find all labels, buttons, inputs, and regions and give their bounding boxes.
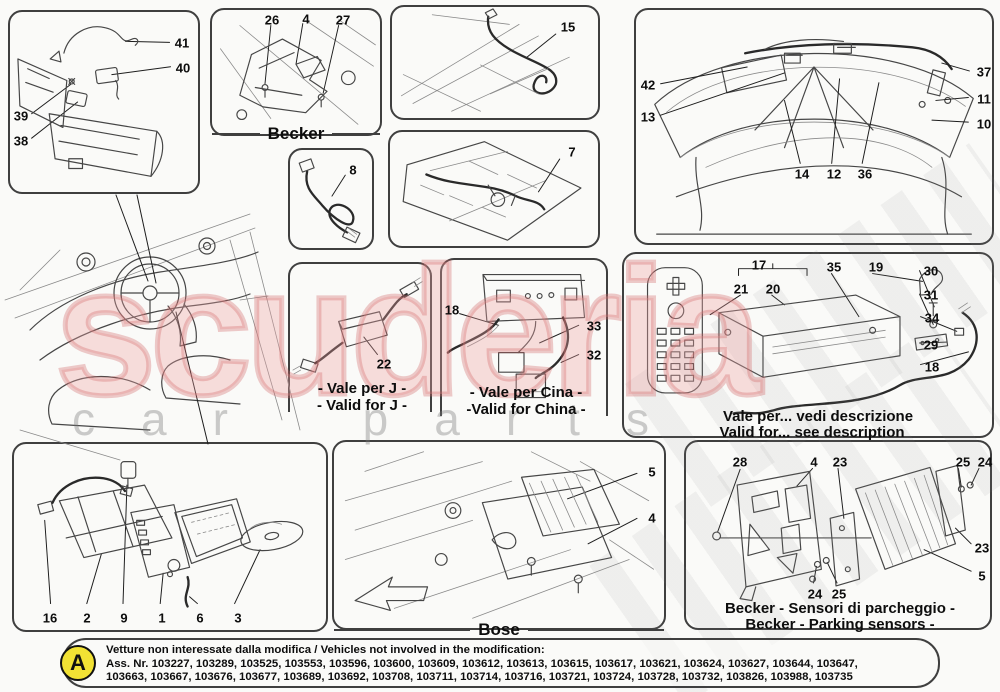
callout-20: 20	[765, 281, 781, 297]
callout-32: 32	[586, 347, 602, 363]
parking-caption-en: Becker - Parking sensors -	[745, 616, 935, 633]
callout-29: 29	[923, 337, 939, 353]
panel-aux-cable: 8	[288, 148, 374, 250]
valid-china-caption-en: -Valid for China -	[466, 401, 586, 418]
callout-5b: 5	[978, 568, 986, 584]
aux-cable-drawing	[298, 158, 361, 244]
panel-under-dash: 41 40 39 38	[8, 10, 200, 194]
panel-becker-bracket: 26 4 27 Becker	[210, 8, 382, 143]
callout-4b: 4	[648, 510, 656, 526]
callout-23b: 23	[974, 540, 990, 556]
callout-6: 6	[196, 610, 204, 626]
callout-35: 35	[826, 259, 842, 275]
valid-j-caption-it: - Vale per J -	[317, 380, 407, 397]
panel-chassis-harness: 7	[388, 130, 600, 248]
callout-3: 3	[234, 610, 242, 626]
head-unit-drawing	[646, 263, 978, 415]
becker-label: Becker	[267, 124, 325, 143]
callout-18b: 18	[924, 359, 940, 375]
head-unit-caption-en: Valid for... see description	[719, 424, 905, 441]
valid-china-caption-it: - Vale per Cina -	[469, 384, 583, 401]
note-badge: A	[60, 645, 96, 681]
bose-label: Bose	[478, 620, 520, 639]
callout-12: 12	[826, 166, 842, 182]
antenna-cable-drawing	[400, 8, 570, 112]
bose-label-row: Bose	[334, 620, 665, 640]
panel-bose: 5 4 Bose	[332, 440, 666, 639]
callout-27: 27	[335, 12, 351, 28]
callout-25b: 25	[831, 586, 847, 602]
head-unit-caption-it: Vale per... vedi descrizione	[722, 408, 914, 425]
callout-30: 30	[923, 263, 939, 279]
panel-parking-sensors: 28 4 23 25 24 24 25 23 5 Becker - Sensor…	[684, 440, 993, 633]
engine-lid-drawing	[654, 38, 974, 235]
callout-37: 37	[976, 64, 992, 80]
callout-11: 11	[977, 91, 991, 107]
callout-17: 17	[751, 257, 767, 273]
callout-10: 10	[976, 116, 992, 132]
callout-23: 23	[832, 454, 848, 470]
nav-display-drawing	[37, 461, 304, 608]
callout-16: 16	[42, 610, 58, 626]
note-line-1: Vetture non interessate dalla modifica /…	[106, 644, 545, 656]
callout-1: 1	[158, 610, 166, 626]
panel-valid-j: 22 - Vale per J - - Valid for J -	[288, 262, 432, 414]
callout-22: 22	[376, 356, 392, 372]
chassis-harness-drawing	[402, 141, 582, 241]
callout-15: 15	[560, 19, 576, 35]
panel-engine-lid: 42 13 37 11 10 14 12 36	[634, 8, 994, 245]
callout-18: 18	[444, 302, 460, 318]
valid-china-drawing	[446, 273, 586, 399]
panel-valid-china: 18 33 32 - Vale per Cina - -Valid for Ch…	[440, 258, 608, 418]
callout-4: 4	[302, 11, 310, 27]
callout-34: 34	[924, 310, 940, 326]
callout-40: 40	[175, 60, 191, 76]
panel-antenna-cable: 15	[390, 5, 600, 120]
callout-2: 2	[83, 610, 91, 626]
direction-arrow-icon	[354, 576, 429, 611]
callout-19: 19	[868, 259, 884, 275]
callout-33: 33	[586, 318, 602, 334]
callout-4c: 4	[810, 454, 818, 470]
becker-label-row: Becker	[212, 124, 380, 144]
note-line-3: 103663, 103667, 103676, 103677, 103689, …	[106, 671, 853, 683]
callout-13: 13	[640, 109, 656, 125]
callout-8: 8	[349, 162, 357, 178]
callout-26: 26	[264, 12, 280, 28]
callout-14: 14	[794, 166, 810, 182]
callout-42: 42	[640, 77, 656, 93]
callout-31: 31	[923, 287, 939, 303]
callout-41: 41	[174, 35, 190, 51]
parking-sensors-drawing	[712, 464, 980, 602]
callout-36: 36	[857, 166, 873, 182]
callout-7: 7	[568, 144, 576, 160]
callout-39: 39	[13, 108, 29, 124]
becker-bracket-drawing	[220, 19, 376, 125]
callout-5: 5	[648, 464, 656, 480]
callout-24: 24	[977, 454, 993, 470]
panel-head-unit: 17 21 20 35 19 30 31 34 29 18 Vale per..…	[622, 252, 994, 441]
valid-j-drawing	[292, 277, 423, 375]
bose-drawing	[344, 451, 655, 619]
callout-25: 25	[955, 454, 971, 470]
modification-note: A Vetture non interessate dalla modifica…	[60, 638, 940, 688]
callout-28: 28	[732, 454, 748, 470]
callout-21: 21	[733, 281, 749, 297]
callout-24b: 24	[807, 586, 823, 602]
parking-caption-it: Becker - Sensori di parcheggio -	[724, 600, 956, 617]
callout-9: 9	[120, 610, 128, 626]
callout-38: 38	[13, 133, 29, 149]
under-dash-drawing	[17, 26, 172, 177]
valid-j-caption-en: - Valid for J -	[316, 397, 408, 414]
panel-nav-display: 16 2 9 1 6 3	[12, 442, 328, 632]
note-line-2: Ass. Nr. 103227, 103289, 103525, 103553,…	[106, 657, 858, 670]
